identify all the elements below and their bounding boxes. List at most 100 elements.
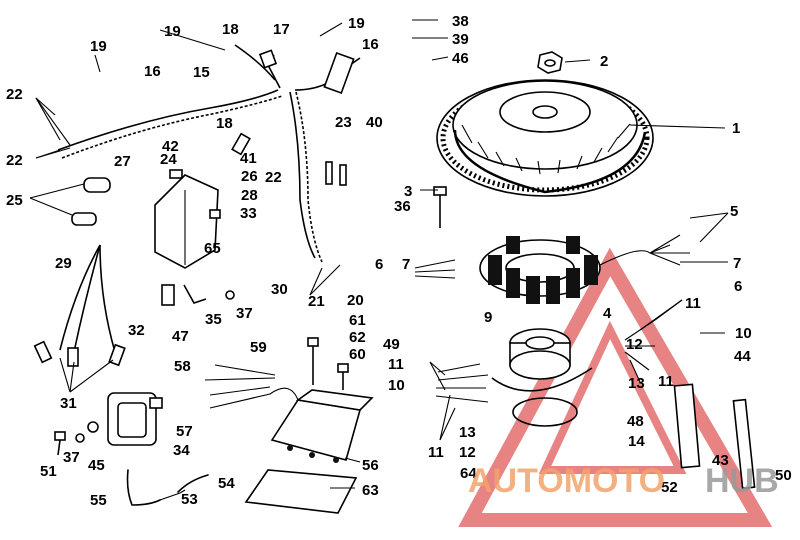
label-11b: 11: [658, 373, 674, 390]
label-64: 64: [460, 465, 477, 482]
label-7a: 7: [402, 256, 410, 273]
timer-base: [491, 328, 593, 392]
label-9: 9: [484, 309, 492, 326]
harness-connectors: [71, 49, 355, 226]
label-33: 33: [240, 205, 257, 222]
label-58: 58: [174, 358, 191, 375]
label-47: 47: [172, 328, 189, 345]
label-49: 49: [383, 336, 400, 353]
label-28: 28: [241, 187, 258, 204]
label-16b: 16: [362, 36, 379, 53]
flywheel-nut: [537, 51, 563, 74]
label-7b: 7: [733, 255, 741, 272]
label-24: 24: [160, 151, 177, 168]
power-pack: [154, 169, 219, 269]
flywheel: [436, 79, 654, 197]
watermark-text-automoto: AUTOMOTO: [468, 462, 665, 500]
label-22b: 22: [6, 152, 23, 169]
watermark-text-hub: HUB: [705, 462, 779, 500]
label-62: 62: [349, 329, 366, 346]
label-3: 3: [404, 183, 412, 200]
label-6b: 6: [734, 278, 742, 295]
label-18b: 18: [216, 115, 233, 132]
label-15: 15: [193, 64, 210, 81]
label-51: 51: [40, 463, 57, 480]
label-44: 44: [734, 348, 751, 365]
label-59: 59: [250, 339, 267, 356]
label-22a: 22: [6, 86, 23, 103]
wiring-harness: [57, 44, 361, 263]
label-46: 46: [452, 50, 469, 67]
switch-box: [270, 389, 374, 463]
label-56: 56: [362, 457, 379, 474]
label-18a: 18: [222, 21, 239, 38]
label-26: 26: [241, 168, 258, 185]
label-37a: 37: [236, 305, 253, 322]
label-54: 54: [218, 475, 235, 492]
label-19a: 19: [164, 23, 181, 40]
label-34: 34: [173, 442, 190, 459]
label-65: 65: [204, 240, 221, 257]
leader-lines: [29, 19, 729, 501]
label-37b: 37: [63, 449, 80, 466]
label-42: 42: [162, 138, 179, 155]
label-11a: 11: [685, 295, 701, 312]
label-12a: 12: [626, 336, 643, 353]
spark-plug-leads: [33, 244, 126, 367]
label-11c: 11: [388, 356, 404, 373]
label-43: 43: [712, 452, 729, 469]
label-16a: 16: [144, 63, 161, 80]
ignition-coil: [107, 392, 163, 446]
label-41: 41: [240, 150, 257, 167]
label-40: 40: [366, 114, 383, 131]
label-22c: 22: [265, 169, 282, 186]
hardware-screws: [54, 209, 349, 456]
retainer-ring: [512, 397, 578, 427]
bolt: [433, 186, 447, 228]
label-29: 29: [55, 255, 72, 272]
label-17: 17: [273, 21, 290, 38]
label-27: 27: [114, 153, 131, 170]
label-45: 45: [88, 457, 105, 474]
label-11d: 11: [428, 444, 444, 461]
label-13a: 13: [628, 375, 645, 392]
label-30: 30: [271, 281, 288, 298]
part-number-labels: 1 2 3 4 5 6 6 7 7 9 10 10 11 11 11 11 12…: [6, 13, 792, 509]
label-61: 61: [349, 312, 366, 329]
label-31: 31: [60, 395, 77, 412]
label-20: 20: [347, 292, 364, 309]
label-55: 55: [90, 492, 107, 509]
label-57: 57: [176, 423, 193, 440]
label-19b: 19: [90, 38, 107, 55]
label-5: 5: [730, 203, 738, 220]
label-10b: 10: [388, 377, 405, 394]
label-63: 63: [362, 482, 379, 499]
label-35: 35: [205, 311, 222, 328]
stator: [479, 236, 601, 304]
label-1: 1: [732, 120, 740, 137]
label-60: 60: [349, 346, 366, 363]
label-13b: 13: [459, 424, 476, 441]
terminal-strip: [673, 383, 756, 490]
label-50: 50: [775, 467, 792, 484]
label-53: 53: [181, 491, 198, 508]
switchbox-leads: [204, 364, 299, 409]
spark-plug-boots: [126, 469, 209, 506]
brackets: [161, 284, 207, 306]
watermark-logo: AUTOMOTO HUB: [468, 462, 779, 500]
label-23: 23: [335, 114, 352, 131]
label-25: 25: [6, 192, 23, 209]
label-32: 32: [128, 322, 145, 339]
label-6a: 6: [375, 256, 383, 273]
label-14: 14: [628, 433, 645, 450]
label-4: 4: [603, 305, 612, 322]
label-19c: 19: [348, 15, 365, 32]
gasket: [244, 469, 358, 514]
label-12b: 12: [459, 444, 476, 461]
label-38: 38: [452, 13, 469, 30]
label-2: 2: [600, 53, 608, 70]
label-36: 36: [394, 198, 411, 215]
label-21: 21: [308, 293, 325, 310]
